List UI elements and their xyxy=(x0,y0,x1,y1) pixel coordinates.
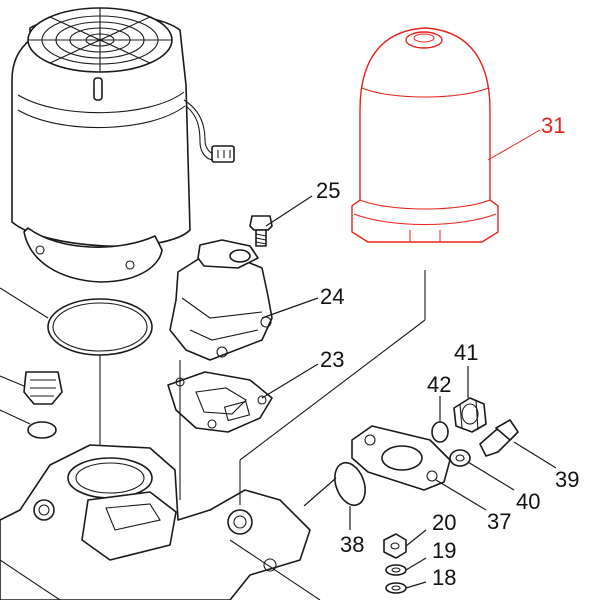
callout-labels: 31 25 24 23 41 42 39 40 37 38 20 19 18 xyxy=(316,113,579,590)
gasket-23 xyxy=(167,371,273,433)
motor-assembly xyxy=(11,7,235,283)
base-housing xyxy=(0,444,321,600)
o-ring-42 xyxy=(431,421,449,443)
nut-41 xyxy=(453,397,487,433)
washer-40 xyxy=(449,449,471,467)
callout-19: 19 xyxy=(432,538,456,563)
nut-20 xyxy=(383,533,407,559)
callout-24: 24 xyxy=(320,284,344,309)
filter-canister-31 xyxy=(351,27,499,243)
callout-25: 25 xyxy=(316,178,340,203)
callout-41: 41 xyxy=(454,340,478,365)
callout-37: 37 xyxy=(487,509,511,534)
o-ring-38 xyxy=(334,461,366,507)
leader-lines xyxy=(261,129,557,589)
large-o-ring xyxy=(0,287,153,356)
callout-39: 39 xyxy=(555,467,579,492)
callout-42: 42 xyxy=(427,372,451,397)
bolt-25 xyxy=(249,215,273,247)
left-plug-and-washer xyxy=(0,371,63,439)
callout-38: 38 xyxy=(340,532,364,557)
callout-31: 31 xyxy=(541,113,565,138)
valve-body-24 xyxy=(169,239,273,361)
washer-19 xyxy=(385,564,407,576)
alignment-lines xyxy=(99,270,426,505)
callout-18: 18 xyxy=(432,565,456,590)
washer-18 xyxy=(385,582,407,594)
callout-23: 23 xyxy=(320,347,344,372)
bolt-39 xyxy=(479,419,519,457)
callout-20: 20 xyxy=(432,510,456,535)
flange-37 xyxy=(351,425,451,491)
callout-40: 40 xyxy=(516,489,540,514)
